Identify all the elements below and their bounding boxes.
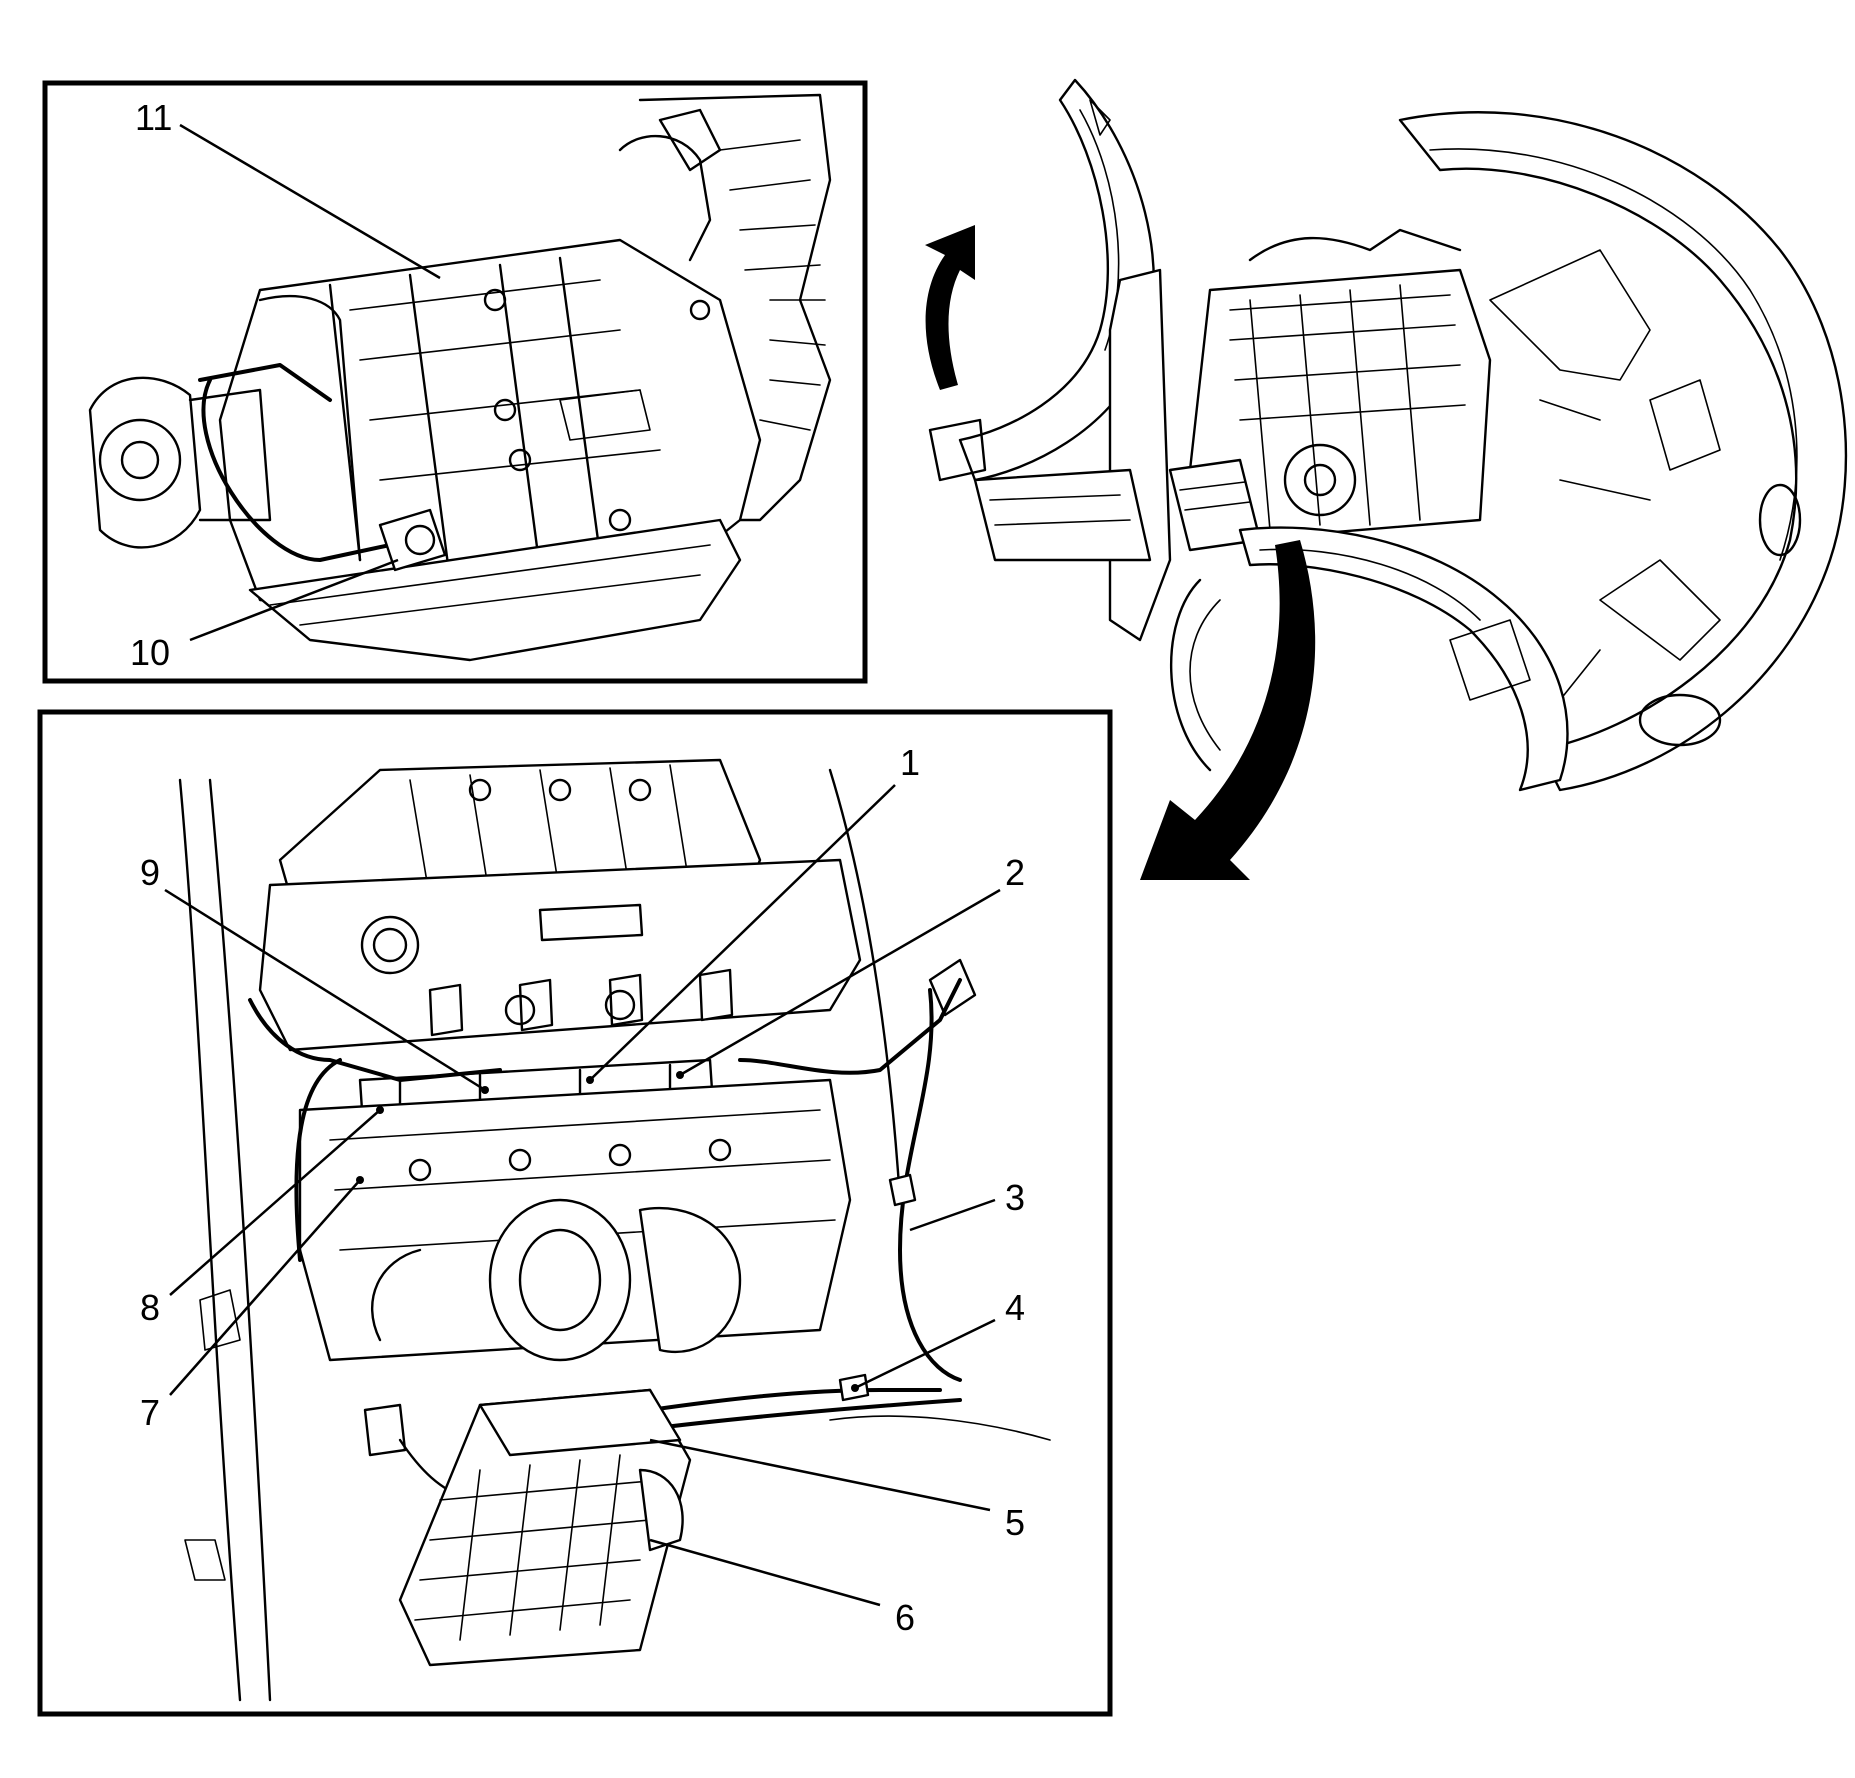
callout-1: 1	[900, 742, 920, 783]
engine-detail-panel: 1 2 3 4 5 6 7 8 9	[37, 709, 1113, 1717]
curved-arrow-up-left-icon	[925, 225, 975, 390]
callout-10: 10	[130, 632, 170, 673]
callout-8: 8	[140, 1287, 160, 1328]
leader-4	[854, 1318, 996, 1390]
callout-5: 5	[1005, 1502, 1025, 1543]
engine-icon	[178, 758, 1051, 1702]
leader-2	[679, 888, 1001, 1077]
callout-7: 7	[140, 1392, 160, 1433]
engine-panel-frame	[37, 709, 1113, 1717]
callout-3: 3	[1005, 1177, 1025, 1218]
callout-11: 11	[135, 97, 172, 138]
leader-6	[649, 1538, 881, 1607]
leader-3	[909, 1198, 996, 1232]
leader-11	[179, 123, 441, 280]
fuse-block-icon	[398, 1388, 692, 1667]
transmission-connector-icon	[378, 508, 447, 572]
callout-2: 2	[1005, 852, 1025, 893]
callout-9: 9	[140, 852, 160, 893]
leader-1	[589, 784, 896, 1081]
leader-5	[649, 1438, 991, 1512]
callout-6: 6	[895, 1597, 915, 1638]
curved-arrow-down-left-icon	[1140, 540, 1316, 880]
leader-10	[189, 558, 399, 642]
transmission-icon	[88, 93, 832, 662]
callout-4: 4	[1005, 1287, 1025, 1328]
transmission-detail-panel: 11 10	[42, 80, 868, 684]
vehicle-overview	[925, 78, 1848, 880]
transmission-panel-frame	[42, 80, 868, 684]
leader-8	[169, 1109, 381, 1296]
leader-7	[169, 1179, 361, 1396]
leader-lines	[164, 784, 1001, 1607]
vehicle-front-structure-icon	[928, 78, 1848, 792]
leader-9	[164, 888, 486, 1092]
